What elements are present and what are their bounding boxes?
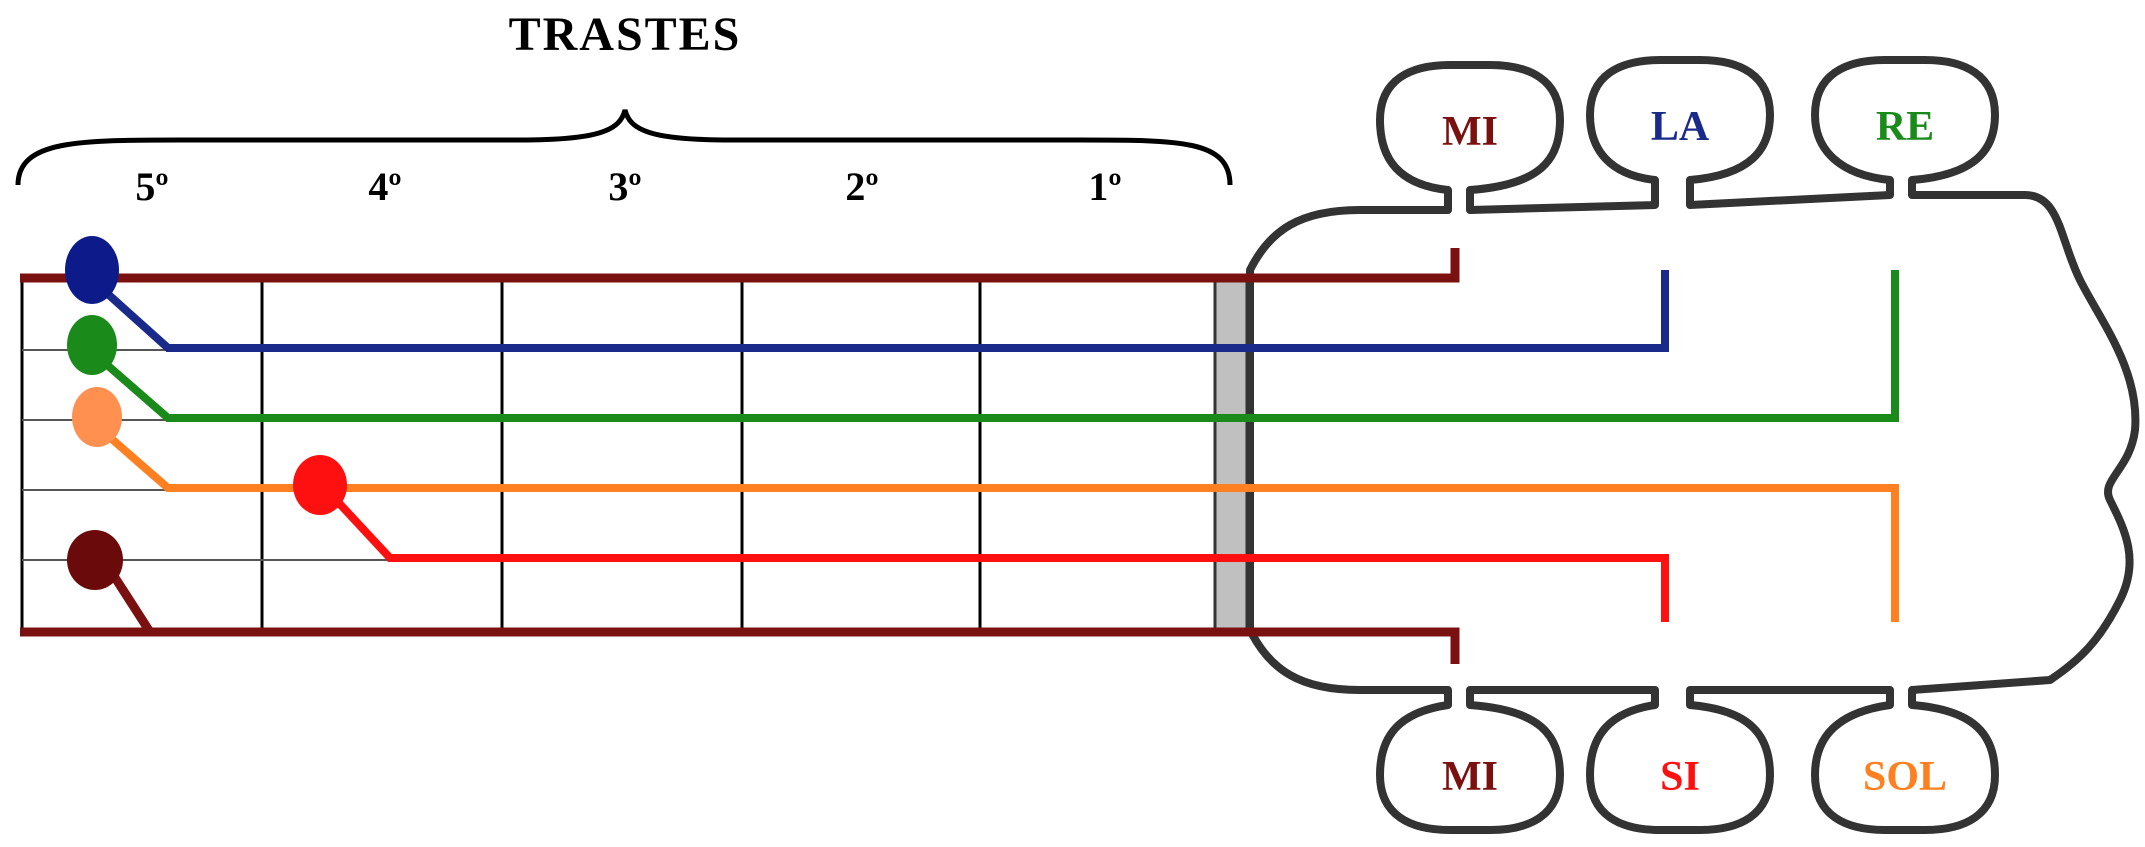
diagram-title: TRASTES [509,8,742,61]
peg-label-si: SI [1660,754,1700,800]
fret-label-2: 2º [845,164,878,209]
headstock-outline [1246,56,2140,834]
finger-dot-si [67,530,123,590]
string-la [87,270,1669,352]
fretboard [20,280,1220,632]
peg-label-mi-bottom: MI [1442,754,1498,800]
string-mi-low [20,248,1460,283]
strings [20,248,1899,664]
peg-label-mi-top: MI [1442,109,1498,155]
fret-label-4: 4º [368,164,401,209]
string-mi-high [20,559,1460,664]
finger-dot-sol [293,455,347,515]
finger-dot-la [67,315,117,375]
finger-dot-re [72,387,122,447]
frets-brace [15,109,1233,186]
peg-label-re: RE [1876,104,1934,150]
fret-label-5: 5º [135,164,168,209]
fret-label-1: 1º [1088,164,1121,209]
peg-label-sol: SOL [1863,754,1947,800]
string-sol [87,416,1899,622]
string-re [87,270,1899,422]
peg-label-la: LA [1651,104,1710,150]
finger-dot-mi [65,236,119,304]
string-si [322,485,1669,622]
finger-dots [65,236,347,590]
strings-over-nut [1210,273,1250,637]
fret-label-3: 3º [608,164,641,209]
guitar-nut [1213,273,1249,635]
